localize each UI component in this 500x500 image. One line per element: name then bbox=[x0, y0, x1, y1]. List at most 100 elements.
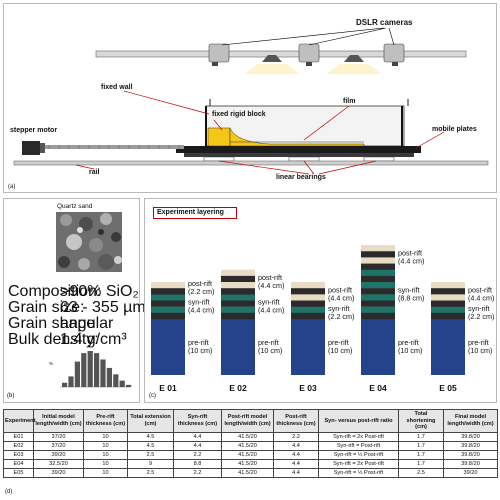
sand-photo bbox=[56, 212, 122, 272]
panel-c: Experiment layering pre-rift(10 cm)syn-r… bbox=[144, 198, 497, 403]
syn-rift-layer bbox=[361, 282, 395, 289]
syn-rift-layer bbox=[221, 300, 255, 307]
property-value: 1.4 g/cm³ bbox=[60, 331, 127, 348]
syn-rift-layer bbox=[431, 312, 465, 320]
label-linear-bearings: linear bearings bbox=[276, 174, 326, 181]
panel-b-letter: (b) bbox=[7, 393, 15, 399]
post-rift-label: (2.2 cm) bbox=[188, 287, 214, 296]
table-header: Final model length/width (cm) bbox=[443, 409, 498, 433]
pre-rift-label: pre-rift bbox=[328, 338, 349, 347]
pre-rift-label: pre-rift bbox=[258, 338, 279, 347]
table-cell: 4.4 bbox=[173, 432, 222, 442]
table-cell: 4.4 bbox=[273, 468, 319, 478]
table-header: Experiment bbox=[3, 409, 35, 433]
table-cell: 2.5 bbox=[398, 468, 444, 478]
post-rift-layer bbox=[361, 257, 395, 264]
post-rift-layer bbox=[291, 300, 325, 307]
table-cell: 2.5 bbox=[127, 468, 174, 478]
table-cell: 39.8/20 bbox=[443, 432, 498, 442]
post-rift-label: post-rift bbox=[398, 248, 422, 257]
syn-rift-layer bbox=[361, 288, 395, 295]
table-cell: Syn-rift = ½ Post-rift bbox=[318, 468, 399, 478]
table-cell: 2.2 bbox=[273, 432, 319, 442]
table-cell: 10 bbox=[83, 459, 128, 469]
pre-rift-label: (10 cm) bbox=[398, 346, 422, 355]
table-cell: 2.2 bbox=[173, 468, 222, 478]
table-cell: 10 bbox=[83, 432, 128, 442]
post-rift-layer bbox=[361, 251, 395, 258]
table-header: Post-rift thickness (cm) bbox=[273, 409, 319, 433]
post-rift-layer bbox=[221, 288, 255, 295]
table-header: Pre-rift thickness (cm) bbox=[83, 409, 128, 433]
table-cell: 10 bbox=[83, 450, 128, 460]
pre-rift-layer bbox=[291, 319, 325, 375]
histogram-bar bbox=[100, 359, 106, 387]
table-cell: 37/20 bbox=[33, 432, 84, 442]
table-cell: 10 bbox=[83, 441, 128, 451]
table-cell: 4.4 bbox=[173, 441, 222, 451]
table-cell: 41.5/20 bbox=[221, 468, 274, 478]
table-cell: 9 bbox=[127, 459, 174, 469]
post-rift-layer bbox=[221, 282, 255, 289]
syn-rift-layer bbox=[151, 300, 185, 307]
syn-rift-layer bbox=[291, 306, 325, 314]
property-value: >90% SiO₂ bbox=[60, 283, 139, 300]
post-rift-layer bbox=[431, 294, 465, 301]
syn-rift-label: syn-rift bbox=[328, 304, 350, 313]
table-cell: 4.4 bbox=[273, 450, 319, 460]
pre-rift-label: (10 cm) bbox=[258, 346, 282, 355]
histogram-bar bbox=[119, 380, 125, 387]
post-rift-layer bbox=[291, 282, 325, 289]
syn-rift-layer bbox=[431, 306, 465, 314]
label-stepper-motor: stepper motor bbox=[10, 127, 58, 134]
histogram-bar bbox=[113, 374, 119, 387]
lamp-1 bbox=[244, 55, 300, 74]
sand-title: Quartz sand bbox=[57, 203, 93, 210]
rigid-block bbox=[207, 127, 231, 147]
table-cell: Syn-rift = ½ Post-rift bbox=[318, 450, 399, 460]
camera-1 bbox=[208, 43, 230, 66]
pre-rift-label: pre-rift bbox=[188, 338, 209, 347]
table-cell: 39.8/20 bbox=[443, 441, 498, 451]
table-cell: 8.8 bbox=[173, 459, 222, 469]
property-key: Composition: bbox=[8, 283, 102, 300]
table-cell: 4.4 bbox=[273, 441, 319, 451]
experiment-name: E 05 bbox=[439, 383, 457, 393]
post-rift-label: post-rift bbox=[258, 273, 282, 282]
post-rift-layer bbox=[291, 288, 325, 295]
table-cell: E05 bbox=[3, 468, 34, 478]
syn-rift-layer bbox=[361, 269, 395, 277]
histogram-bar bbox=[126, 384, 132, 387]
histogram-bar bbox=[87, 351, 93, 387]
syn-rift-label: (2.2 cm) bbox=[328, 312, 354, 321]
label-rail: rail bbox=[89, 169, 100, 176]
panel-c-letter: (c) bbox=[149, 393, 156, 399]
syn-rift-layer bbox=[361, 306, 395, 314]
table-cell: 1.7 bbox=[398, 441, 444, 451]
syn-rift-label: syn-rift bbox=[258, 298, 280, 307]
bearing-3 bbox=[363, 156, 395, 162]
table-cell: 39/20 bbox=[33, 450, 84, 460]
table-cell: E02 bbox=[3, 441, 34, 451]
post-rift-layer bbox=[221, 275, 255, 283]
pre-rift-layer bbox=[151, 319, 185, 375]
post-rift-layer bbox=[151, 288, 185, 295]
syn-rift-label: (8.8 cm) bbox=[398, 293, 424, 302]
table-cell: 39.8/20 bbox=[443, 459, 498, 469]
syn-rift-layer bbox=[291, 312, 325, 320]
post-rift-layer bbox=[151, 282, 185, 289]
syn-rift-label: (2.2 cm) bbox=[468, 312, 494, 321]
table-cell: E03 bbox=[3, 450, 34, 460]
experiment-name: E 01 bbox=[159, 383, 177, 393]
experiment-name: E 04 bbox=[369, 383, 387, 393]
post-rift-layer bbox=[361, 245, 395, 252]
table-cell: 39/20 bbox=[443, 468, 498, 478]
table-cell: 39.8/20 bbox=[443, 450, 498, 460]
histogram-bar bbox=[68, 376, 74, 387]
pre-rift-label: (10 cm) bbox=[328, 346, 352, 355]
